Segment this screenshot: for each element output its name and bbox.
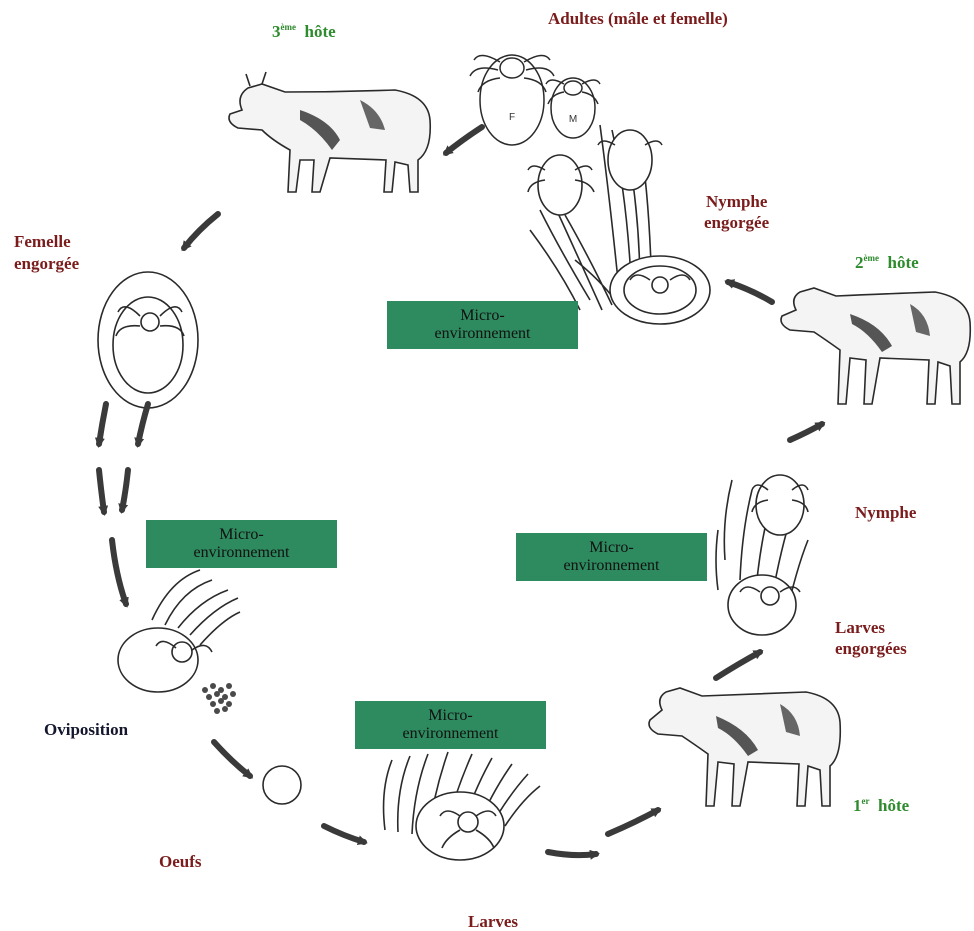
cow-host-1 — [649, 688, 840, 806]
adult-ticks — [470, 55, 600, 145]
label-oviposition: Oviposition — [44, 720, 128, 740]
label-nymph: Nymphe — [855, 503, 916, 523]
oviposition-tick — [118, 570, 240, 692]
grass-engorged-nymph — [528, 125, 710, 324]
label-engorged-nymph: Nymphe engorgée — [704, 191, 769, 233]
host-2-number: 2 — [855, 253, 864, 272]
label-host-3: 3ème hôte — [272, 22, 336, 42]
host-3-word: hôte — [305, 22, 336, 41]
label-adults: Adultes (mâle et femelle) — [548, 9, 728, 29]
label-engorged-female: Femelle engorgée — [14, 231, 79, 275]
male-letter: M — [569, 114, 577, 125]
host-2-word: hôte — [888, 253, 919, 272]
micro-box-right-line-2: environnement — [516, 557, 707, 575]
engorged-larvae-line-2: engorgées — [835, 638, 907, 659]
label-host-2: 2ème hôte — [855, 253, 919, 273]
engorged-female-line-2: engorgée — [14, 253, 79, 275]
label-host-1: 1er hôte — [853, 796, 909, 816]
host-3-ordinal: ème — [281, 22, 297, 32]
micro-environment-box-left: Micro- environnement — [146, 520, 337, 568]
engorged-nymph-line-2: engorgée — [704, 212, 769, 233]
micro-box-left-line-2: environnement — [146, 544, 337, 562]
micro-environment-box-bottom: Micro- environnement — [355, 701, 546, 749]
host-3-number: 3 — [272, 22, 281, 41]
micro-environment-box-right: Micro- environnement — [516, 533, 707, 581]
label-eggs: Oeufs — [159, 852, 202, 872]
micro-box-bottom-line-1: Micro- — [355, 707, 546, 725]
host-2-ordinal: ème — [864, 253, 880, 263]
larva-on-grass — [384, 752, 540, 860]
host-1-word: hôte — [878, 796, 909, 815]
micro-box-bottom-line-2: environnement — [355, 725, 546, 743]
micro-box-right-line-1: Micro- — [516, 539, 707, 557]
host-1-ordinal: er — [862, 796, 870, 806]
micro-box-top-line-1: Micro- — [387, 307, 578, 325]
micro-box-top-line-2: environnement — [387, 325, 578, 343]
label-engorged-larvae: Larves engorgées — [835, 617, 907, 659]
egg — [263, 766, 301, 804]
label-larvae: Larves — [468, 912, 518, 931]
engorged-larvae-and-nymph — [716, 475, 808, 635]
engorged-nymph-line-1: Nymphe — [704, 191, 769, 212]
micro-box-left-line-1: Micro- — [146, 526, 337, 544]
micro-environment-box-top: Micro- environnement — [387, 301, 578, 349]
egg-mass — [202, 683, 236, 714]
engorged-larvae-line-1: Larves — [835, 617, 907, 638]
female-letter: F — [509, 112, 515, 123]
engorged-female — [98, 272, 198, 408]
engorged-female-line-1: Femelle — [14, 231, 79, 253]
host-1-number: 1 — [853, 796, 862, 815]
cow-host-3 — [229, 72, 430, 192]
cow-host-2 — [781, 288, 970, 404]
